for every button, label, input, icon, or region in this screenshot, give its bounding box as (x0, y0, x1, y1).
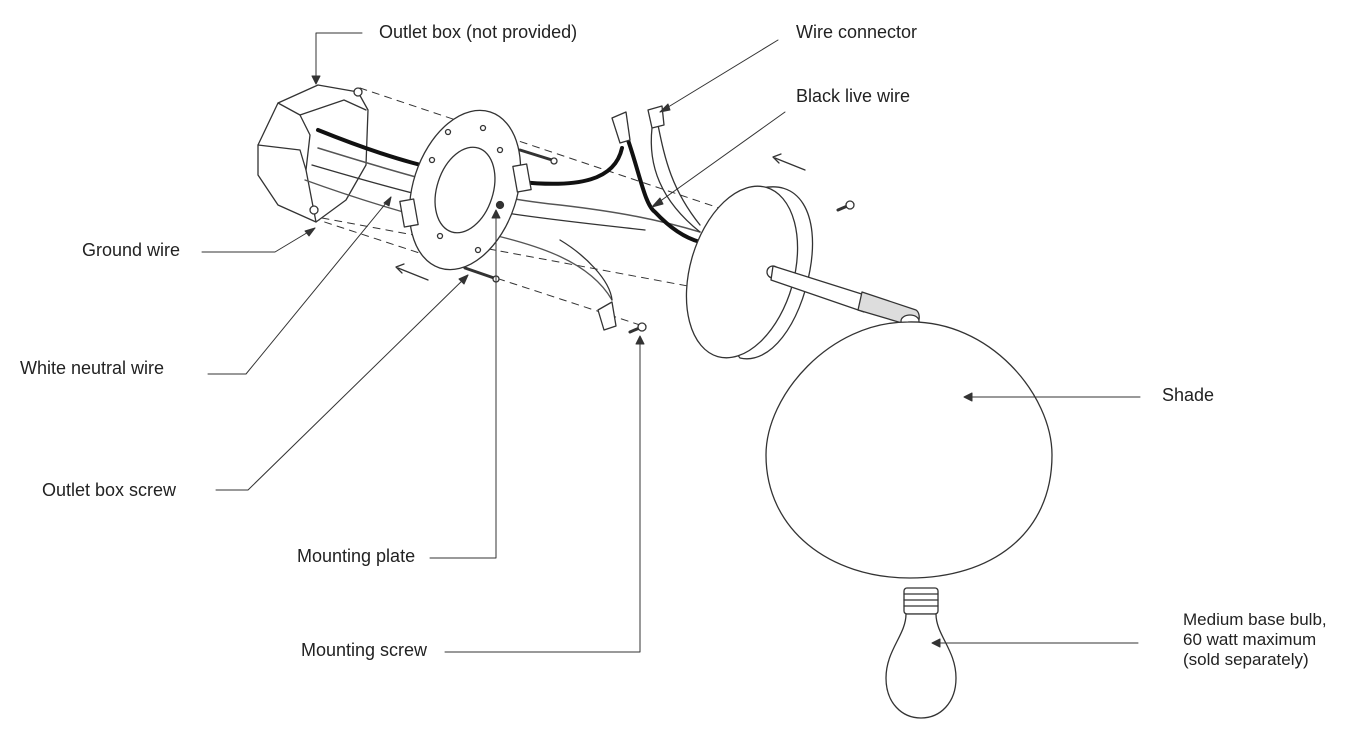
label-wire-connector: Wire connector (796, 22, 918, 42)
assembly-guide-lines (299, 87, 801, 326)
fixture-wires (559, 124, 702, 301)
label-shade: Shade (1162, 385, 1215, 405)
label-black-live-wire: Black live wire (796, 86, 911, 106)
label-outlet-box-screw: Outlet box screw (42, 480, 177, 500)
label-bulb-line-2: 60 watt maximum (1183, 630, 1317, 649)
label-bulb-line-1: Medium base bulb, (1183, 610, 1327, 629)
label-bulb-line-3: (sold separately) (1183, 650, 1309, 669)
direction-arrows (395, 153, 806, 281)
shade (765, 321, 1053, 579)
label-white-neutral-wire: White neutral wire (20, 358, 165, 378)
canopy (685, 185, 814, 360)
label-outlet-box: Outlet box (not provided) (379, 22, 578, 42)
label-mounting-screw: Mounting screw (301, 640, 428, 660)
label-mounting-plate: Mounting plate (297, 546, 416, 566)
wire-connectors (597, 105, 665, 331)
outlet-box (257, 84, 369, 223)
label-bulb: Medium base bulb, 60 watt maximum (sold … (1183, 610, 1327, 670)
leader-lines (201, 32, 1141, 653)
light-bulb (885, 587, 957, 719)
canopy-screws (628, 200, 855, 334)
label-ground-wire: Ground wire (82, 240, 181, 260)
mounting-plate (399, 109, 532, 271)
